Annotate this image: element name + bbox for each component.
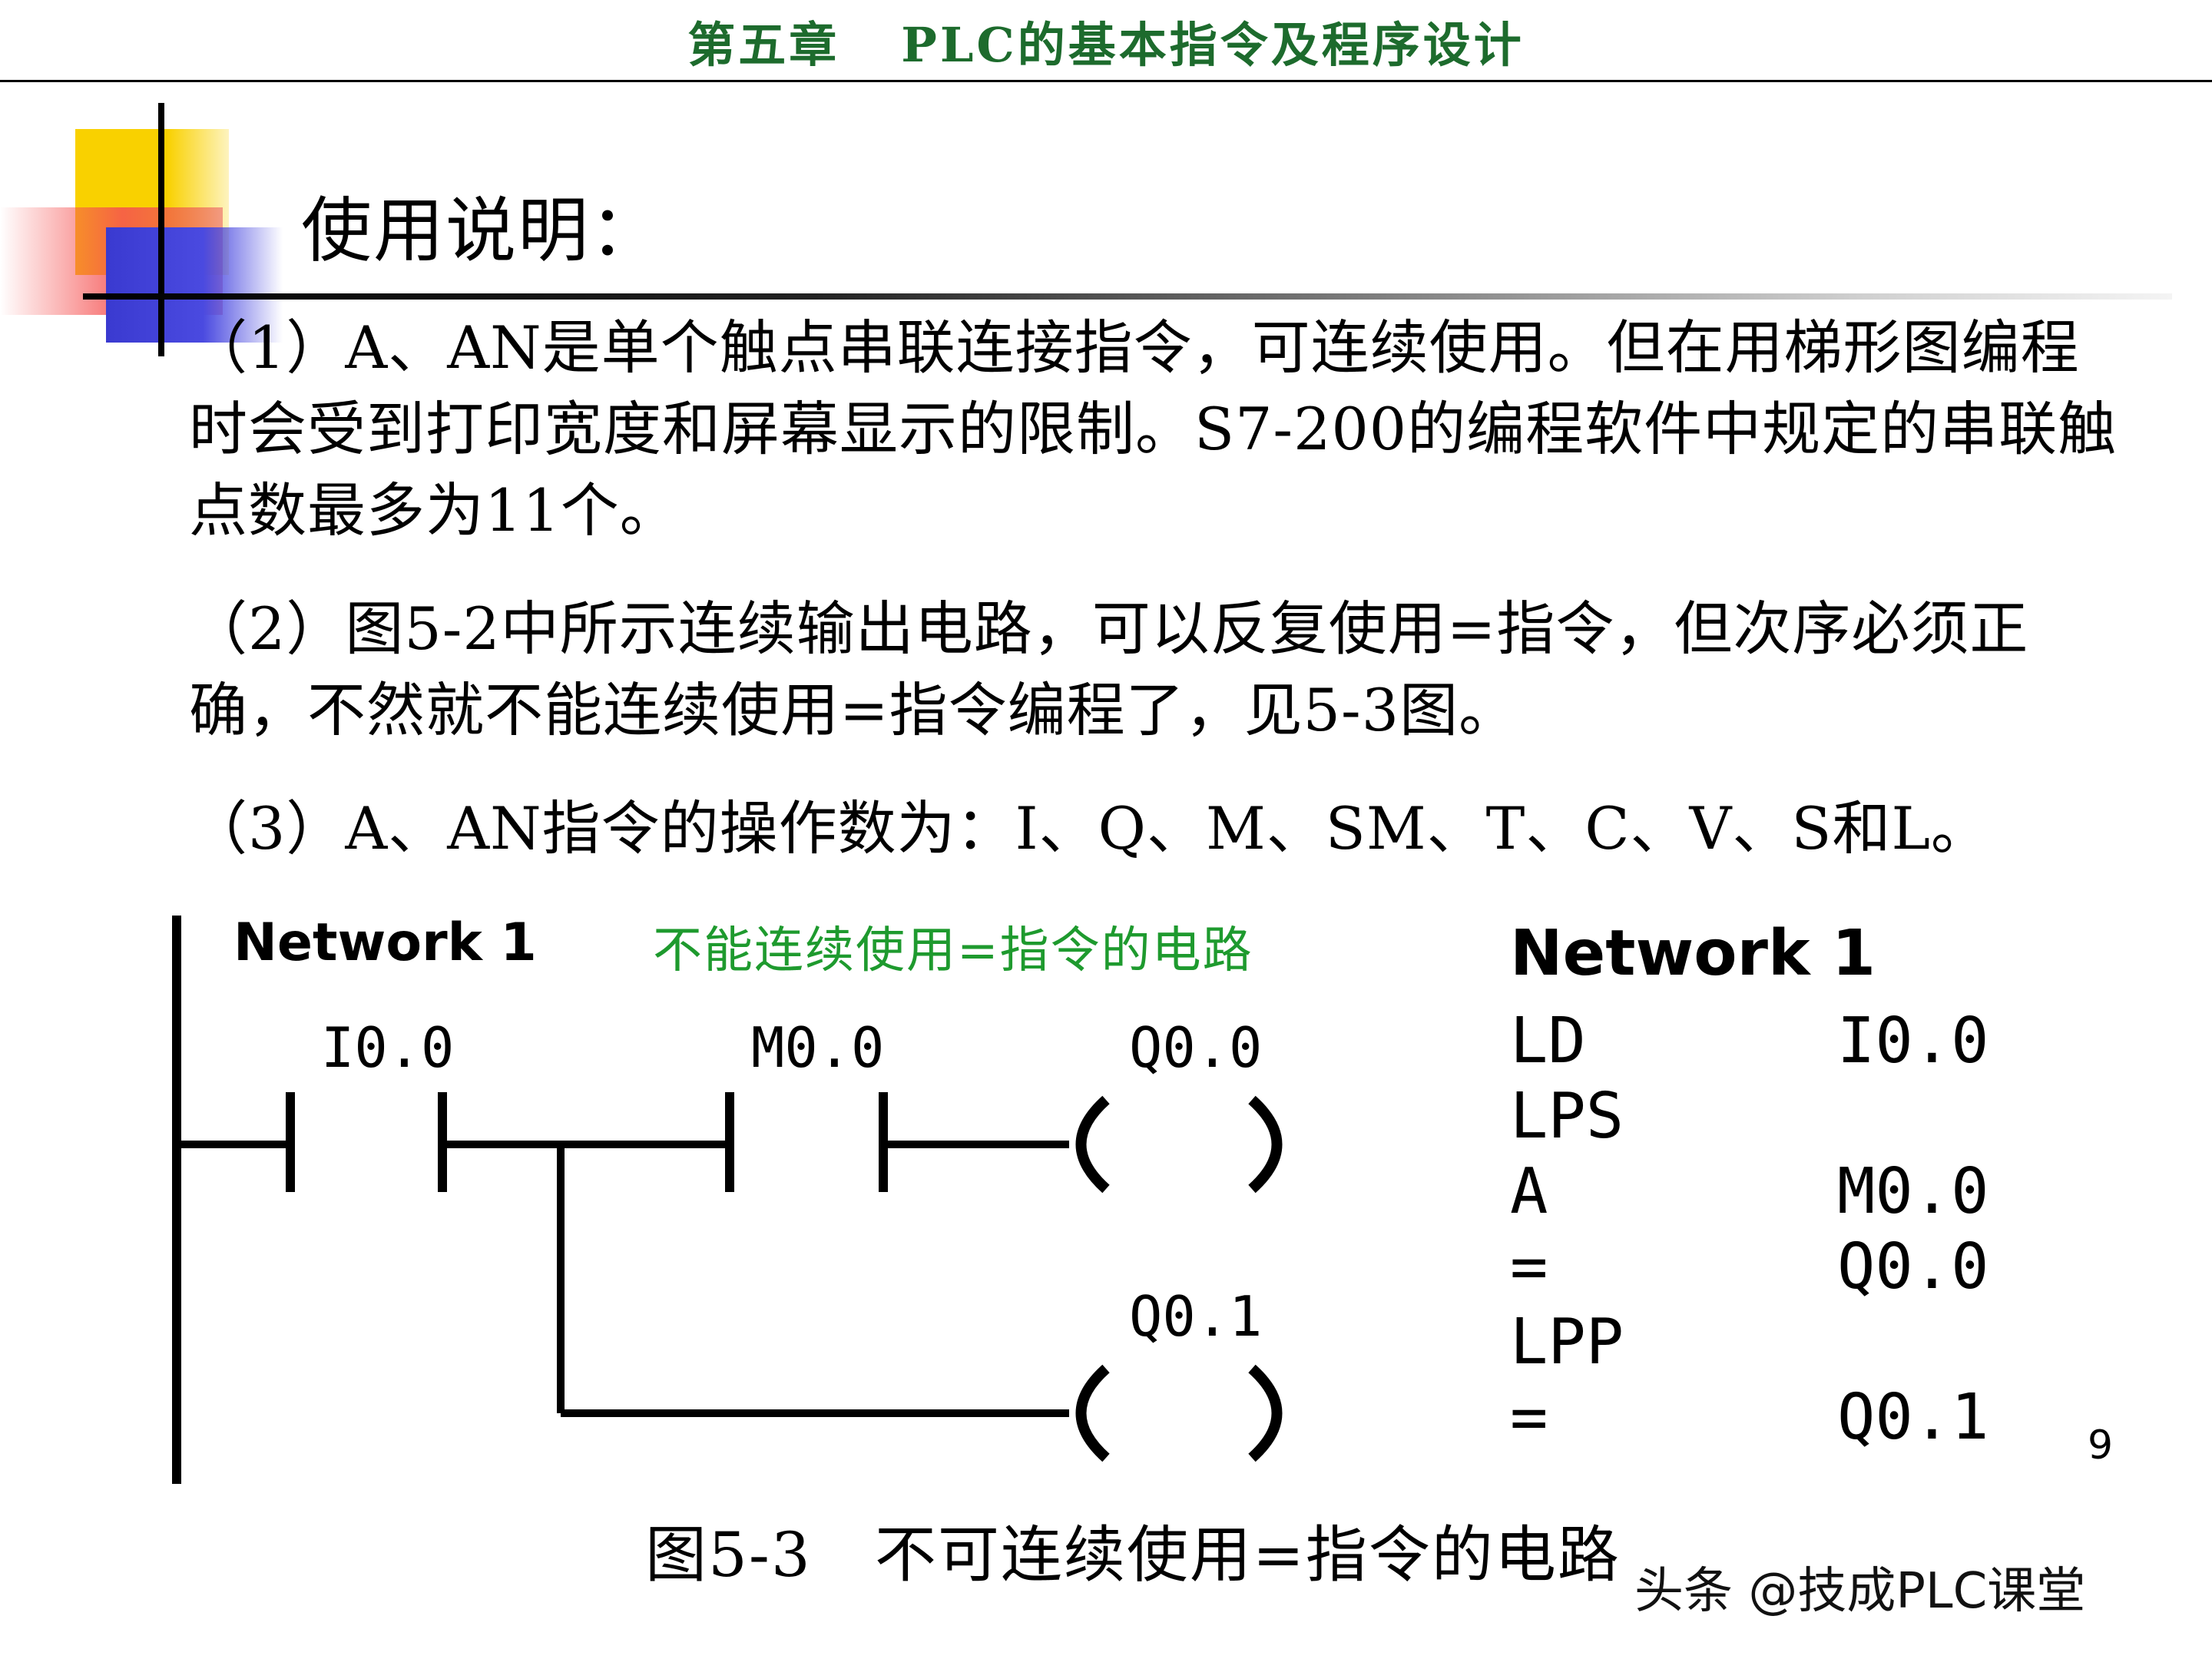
stl-op: LD	[1510, 1005, 1586, 1078]
header-divider	[0, 80, 2212, 82]
coil-label-q00: Q0.0	[1129, 1015, 1263, 1080]
stl-operand: Q0.1	[1837, 1381, 1989, 1454]
ladder-note: 不能连续使用=指令的电路	[653, 922, 1253, 979]
stl-op: LPP	[1510, 1306, 1624, 1379]
slide-header: 第五章 PLC的基本指令及程序设计	[0, 6, 2212, 75]
stl-op: A	[1510, 1155, 1548, 1228]
stl-operand: I0.0	[1837, 1005, 1989, 1078]
paragraph-2: （2）图5-2中所示连续输出电路，可以反复使用=指令，但次序必须正确，不然就不能…	[189, 594, 2029, 744]
chapter-title: PLC的基本指令及程序设计	[901, 17, 1525, 73]
section-title: 使用说明：	[301, 190, 663, 272]
coil-label-q01: Q0.1	[1129, 1284, 1263, 1349]
decor-blue-block	[106, 227, 283, 343]
watermark: 头条 @技成PLC课堂	[1634, 1563, 2086, 1620]
decor-horizontal-line	[83, 293, 2172, 300]
contact-label-i00: I0.0	[321, 1015, 455, 1080]
decor-vertical-line	[158, 103, 164, 356]
coil-q01-left	[1075, 1364, 1110, 1462]
coil-q01-right	[1248, 1364, 1283, 1462]
ladder-network-label: Network 1	[233, 912, 537, 973]
chapter-label: 第五章	[687, 17, 840, 73]
stl-op: =	[1510, 1381, 1548, 1454]
stl-op: LPS	[1510, 1080, 1624, 1153]
paragraph-3: （3）A、AN指令的操作数为：I、Q、M、SM、T、C、V、S和L。	[189, 794, 1990, 863]
stl-operand: Q0.0	[1837, 1230, 1989, 1303]
page-number: 9	[2088, 1422, 2114, 1469]
stl-network-label: Network 1	[1510, 917, 1876, 990]
stl-op: =	[1510, 1230, 1548, 1303]
coil-q00-left	[1075, 1095, 1110, 1194]
coil-q00-right	[1248, 1095, 1283, 1194]
contact-label-m00: M0.0	[751, 1015, 885, 1080]
paragraph-1: （1）A、AN是单个触点串联连接指令，可连续使用。但在用梯形图编程时会受到打印宽…	[189, 313, 2118, 545]
figure-caption: 图5-3 不可连续使用=指令的电路	[645, 1519, 1621, 1591]
stl-operand: M0.0	[1837, 1155, 1989, 1228]
